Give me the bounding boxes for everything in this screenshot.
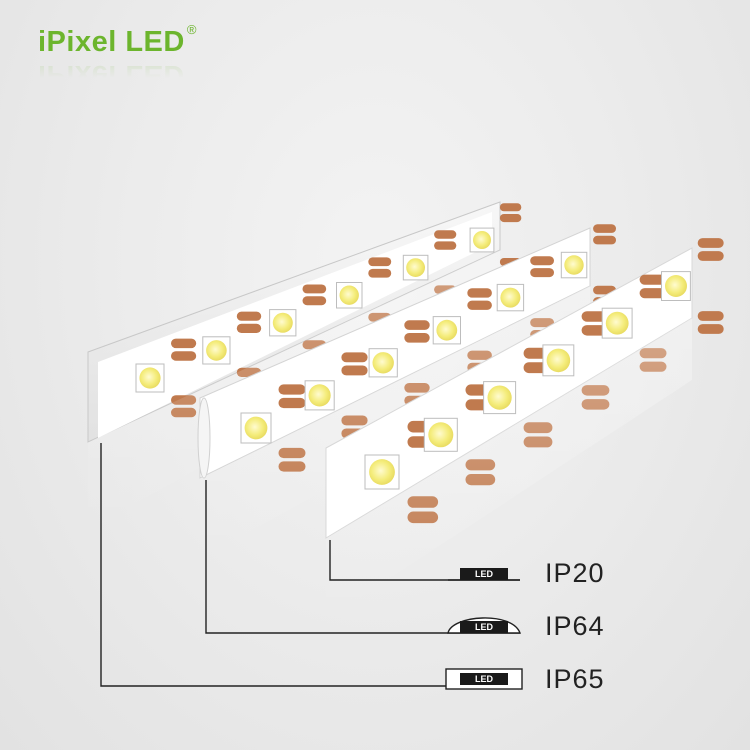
copper-pad [697, 238, 724, 248]
copper-pad [467, 288, 492, 298]
led-emitter [605, 311, 629, 335]
led-emitter [244, 416, 268, 440]
copper-pad [530, 268, 554, 278]
copper-pad [171, 351, 197, 361]
copper-pad [499, 203, 522, 212]
led-emitter [564, 255, 584, 275]
strip-ip20 [325, 238, 724, 620]
led-emitter [665, 275, 687, 297]
copper-pad [302, 284, 327, 294]
copper-pad [368, 257, 392, 267]
led-emitter [369, 459, 395, 485]
copper-pad [697, 324, 724, 334]
copper-pad [434, 230, 457, 239]
rating-label-ip65: IP65 [545, 664, 605, 694]
copper-pad [467, 300, 492, 310]
copper-pad [404, 333, 430, 343]
led-emitter [500, 287, 521, 308]
section-icon-ip64 [447, 617, 522, 634]
copper-pad [697, 311, 724, 321]
rating-label-ip20: IP20 [545, 558, 605, 588]
copper-pad [697, 251, 724, 261]
copper-pad [341, 365, 368, 376]
copper-pad [278, 397, 306, 409]
led-emitter [339, 285, 359, 305]
copper-pad [530, 256, 554, 266]
rating-label-ip64: IP64 [545, 611, 605, 641]
led-emitter [372, 352, 394, 374]
copper-pad [236, 311, 262, 321]
brand-logo: iPixel LED® [38, 22, 197, 59]
copper-pad [639, 288, 667, 299]
section-icon-ip65 [445, 668, 523, 690]
led-emitter [473, 231, 491, 249]
led-emitter [436, 319, 458, 341]
led-emitter [206, 340, 227, 361]
led-emitter [139, 367, 161, 389]
led-tag-ip20: LED [475, 569, 493, 579]
copper-pad [278, 384, 306, 395]
registered-mark: ® [186, 22, 197, 38]
copper-pad [368, 268, 392, 278]
copper-pad [171, 338, 197, 349]
brand-name: iPixel LED [38, 26, 185, 58]
leader-ip64 [205, 480, 520, 634]
led-tag-ip65: LED [475, 674, 493, 684]
led-emitter [428, 422, 454, 448]
led-emitter [406, 258, 425, 277]
copper-pad [341, 352, 368, 363]
copper-pad [434, 241, 457, 250]
copper-pad [404, 320, 430, 330]
section-icon-ip20 [448, 568, 520, 581]
copper-pad [639, 274, 667, 285]
led-emitter [487, 385, 512, 410]
copper-pad [236, 323, 262, 333]
copper-pad [499, 214, 522, 223]
led-emitter [308, 384, 331, 407]
leader-ip65 [100, 443, 520, 687]
led-emitter [546, 348, 571, 373]
copper-pad [593, 235, 616, 245]
led-tag-ip64: LED [475, 622, 493, 632]
copper-pad [302, 296, 327, 306]
led-emitter [272, 312, 293, 333]
copper-pad [593, 224, 616, 233]
